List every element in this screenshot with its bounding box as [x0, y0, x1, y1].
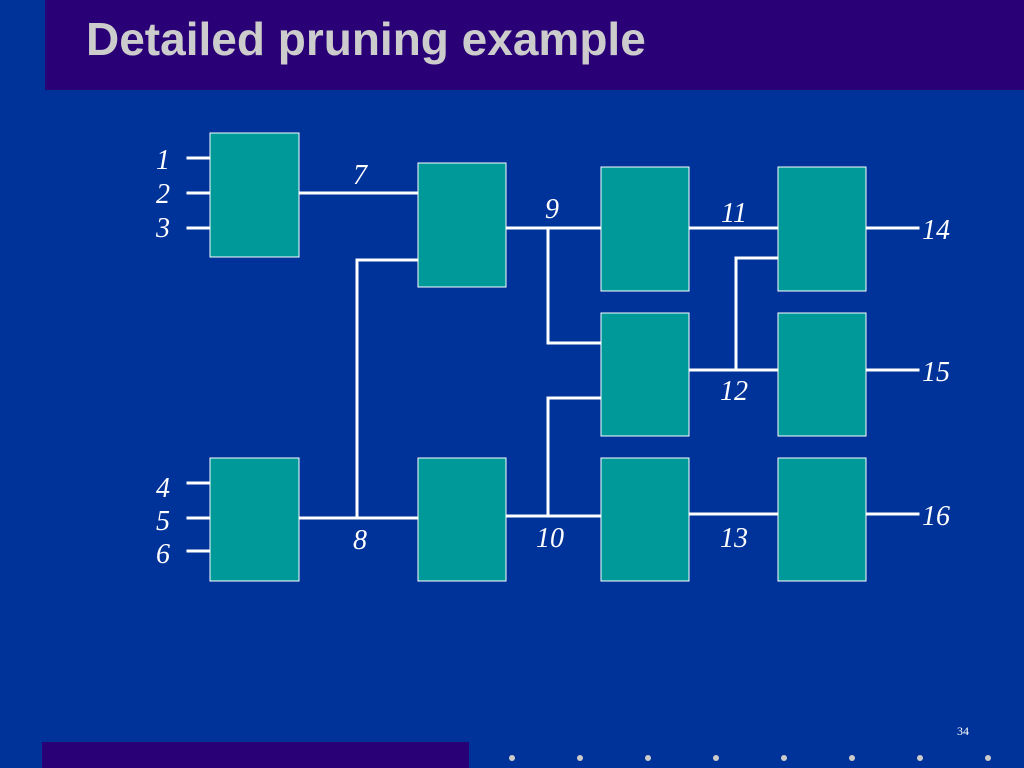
- net-label-8: 8: [353, 525, 367, 556]
- wires: [186, 156, 920, 553]
- footer-dot: [917, 755, 923, 761]
- wire-net-10-branch: [546, 396, 603, 518]
- wire-net-12-branch: [734, 256, 780, 372]
- gate-g7: [600, 457, 690, 582]
- footer-dot: [985, 755, 991, 761]
- net-label-14: 14: [922, 215, 950, 246]
- footer-dot: [713, 755, 719, 761]
- net-label-6: 6: [156, 539, 170, 570]
- net-label-15: 15: [922, 357, 950, 388]
- net-label-10: 10: [536, 523, 564, 554]
- net-label-3: 3: [155, 213, 170, 244]
- gate-g1: [209, 132, 300, 258]
- title-bar: [45, 0, 1024, 90]
- net-label-2: 2: [156, 179, 170, 210]
- gate-g6: [600, 312, 690, 437]
- gate-g3: [417, 162, 507, 288]
- net-labels: 1 2 3 4 5 6 7 8 9 10 11 12 13 14 15 16: [155, 145, 950, 570]
- gate-g10: [777, 457, 867, 582]
- net-label-7: 7: [353, 160, 368, 191]
- gate-g5: [600, 166, 690, 292]
- net-label-12: 12: [720, 376, 748, 407]
- footer-dot: [781, 755, 787, 761]
- gate-g9: [777, 312, 867, 437]
- footer-dot: [509, 755, 515, 761]
- gates: [209, 132, 867, 582]
- footer-dot: [577, 755, 583, 761]
- net-label-1: 1: [156, 145, 170, 176]
- net-label-13: 13: [720, 523, 748, 554]
- net-label-16: 16: [922, 501, 950, 532]
- gate-g2: [209, 457, 300, 582]
- net-label-11: 11: [721, 198, 747, 229]
- net-label-5: 5: [156, 506, 170, 537]
- page-number: 34: [957, 724, 969, 738]
- wire-net-8-branch: [355, 258, 420, 520]
- net-label-4: 4: [156, 473, 170, 504]
- gate-g4: [417, 457, 507, 582]
- gate-g8: [777, 166, 867, 292]
- wire-net-9-branch: [546, 226, 603, 345]
- footer-bar: [42, 742, 469, 768]
- slide-title: Detailed pruning example: [86, 13, 646, 65]
- net-label-9: 9: [545, 194, 559, 225]
- footer-dot: [645, 755, 651, 761]
- footer-dot: [849, 755, 855, 761]
